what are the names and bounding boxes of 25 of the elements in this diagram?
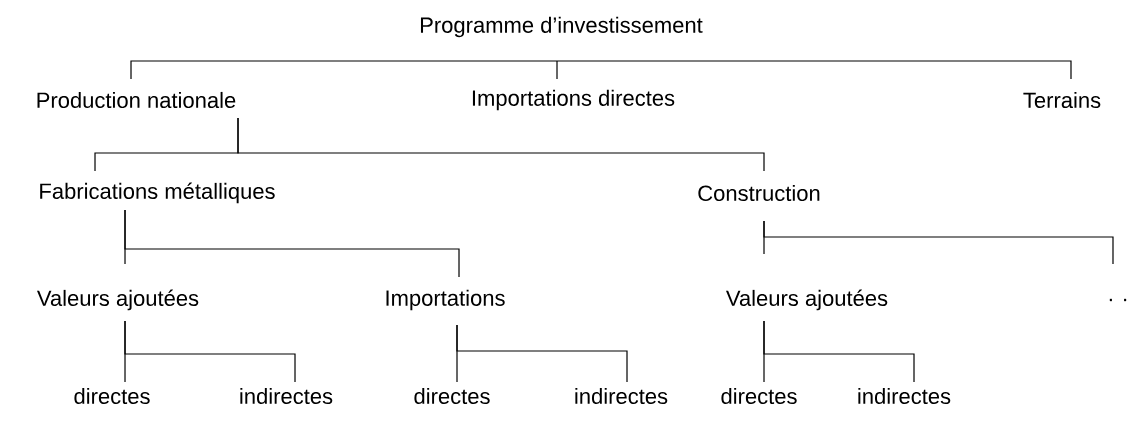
- tree-connector: [237, 117, 765, 172]
- tree-connector: [763, 220, 1114, 265]
- tree-label: Programme d’investissement: [421, 16, 703, 38]
- tree-label: Importations directes: [472, 89, 675, 111]
- tree-label: Production nationale: [37, 91, 236, 109]
- tree-connector: [130, 60, 558, 80]
- tree-label: Fabrications métalliques: [40, 182, 275, 204]
- tree-label: directes: [414, 387, 490, 405]
- tree-label: indirectes: [858, 387, 951, 405]
- tree-label: indirectes: [240, 387, 333, 405]
- tree-connector: [124, 209, 460, 278]
- tree-label: directes: [721, 387, 797, 405]
- tree-label: Valeurs ajoutées: [726, 289, 888, 311]
- tree-label: Terrains: [1023, 91, 1101, 109]
- tree-connector: [556, 60, 558, 80]
- tree-connector: [124, 320, 296, 383]
- tree-label: Valeurs ajoutées: [37, 289, 199, 311]
- tree-label: . .: [1109, 298, 1127, 302]
- tree-connector: [556, 60, 1072, 80]
- tree-label: Construction: [698, 184, 820, 202]
- tree-connector: [456, 324, 628, 383]
- tree-connector: [763, 320, 915, 383]
- tree-label: indirectes: [575, 387, 668, 405]
- tree-label: directes: [74, 387, 150, 405]
- tree-label: Importations: [386, 289, 505, 311]
